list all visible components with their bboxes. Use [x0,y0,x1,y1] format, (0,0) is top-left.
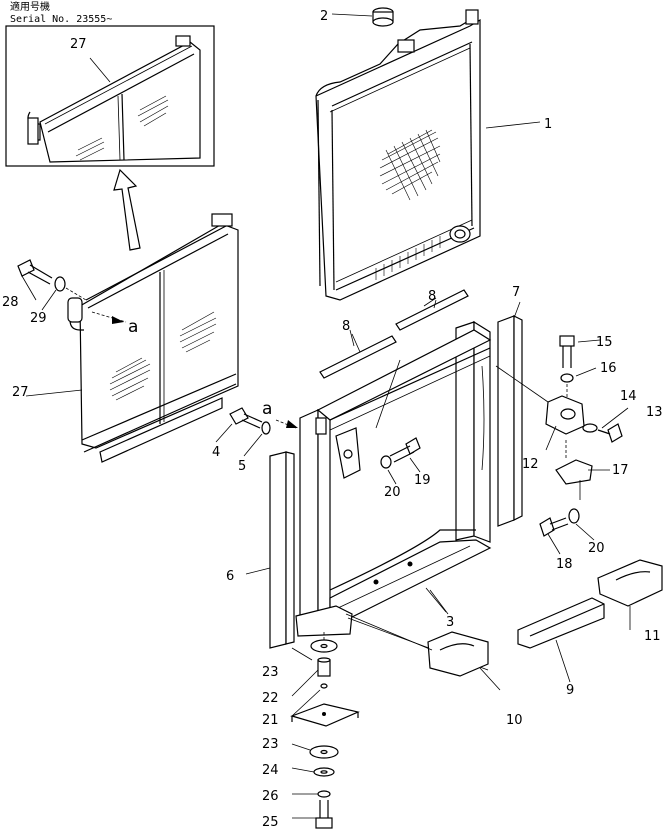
mount-11 [597,559,663,607]
callout-9: 9 [566,683,574,698]
bolt-4 [229,407,263,429]
mount-bracket-12 [495,365,585,435]
marker-a-left: a [128,317,138,337]
callout-2: 2 [320,9,328,24]
washer-small [320,683,328,689]
callout-15: 15 [596,335,613,350]
bolt-18 [539,517,569,537]
plate-21 [290,703,360,727]
callout-28: 28 [2,295,19,310]
washer-20-upper [380,455,392,469]
callout-1: 1 [544,117,552,132]
sleeve-22 [317,657,331,677]
frame-3 [295,320,492,671]
callout-14: 14 [620,389,637,404]
callout-22: 22 [262,691,279,706]
radiator-cap-2 [331,7,394,27]
callout-17: 17 [612,463,629,478]
rod-8-left [319,333,397,379]
callout-26: 26 [262,789,279,804]
callout-12: 12 [522,457,539,472]
washer-5 [261,421,271,435]
callout-18: 18 [556,557,573,572]
bolt-19 [389,437,421,463]
bolt-25 [315,800,333,829]
rod-8-right [395,289,469,331]
bolt-15 [559,335,575,368]
callout-8-left: 8 [342,319,350,334]
washer-14 [582,423,598,433]
callout-3: 3 [446,615,454,630]
callout-25: 25 [262,815,279,830]
leader-lines [21,57,631,819]
callout-21: 21 [262,713,279,728]
plate-17 [555,440,593,485]
callout-7: 7 [512,285,520,300]
spacer-9 [517,597,605,649]
callout-20-upper: 20 [384,485,401,500]
support-7 [497,301,523,527]
callout-27-inset: 27 [70,37,87,52]
callout-13: 13 [646,405,663,420]
washer-16 [560,373,574,383]
bolt-28 [17,259,53,285]
callout-27-main: 27 [12,385,29,400]
bolt-13 [597,423,623,443]
callout-19: 19 [414,473,431,488]
callout-16: 16 [600,361,617,376]
callout-8-right: 8 [428,289,436,304]
callout-5: 5 [238,459,246,474]
inset-arrow [113,168,141,251]
marker-a-right: a [262,399,272,419]
callout-29: 29 [30,311,47,326]
washer-26 [317,790,331,798]
callout-6: 6 [226,569,234,584]
callout-20-lower: 20 [588,541,605,556]
rubber-23-upper [310,639,338,653]
mount-10 [427,631,489,677]
callout-10: 10 [506,713,523,728]
serial-note-line1: 適用号機 [10,0,50,13]
condenser-panel-27 [25,213,239,463]
callout-11: 11 [644,629,661,644]
strip-6 [245,451,295,649]
serial-inset [5,25,215,167]
washer-24 [313,767,335,777]
washer-20-lower [568,508,580,524]
callout-23-upper: 23 [262,665,279,680]
callout-24: 24 [262,763,279,778]
callout-4: 4 [212,445,220,460]
rubber-23-lower [309,745,339,759]
serial-note-line2: Serial No. 23555~ [10,14,112,25]
callout-23-lower: 23 [262,737,279,752]
radiator-1 [315,9,541,301]
washer-29 [54,276,87,301]
